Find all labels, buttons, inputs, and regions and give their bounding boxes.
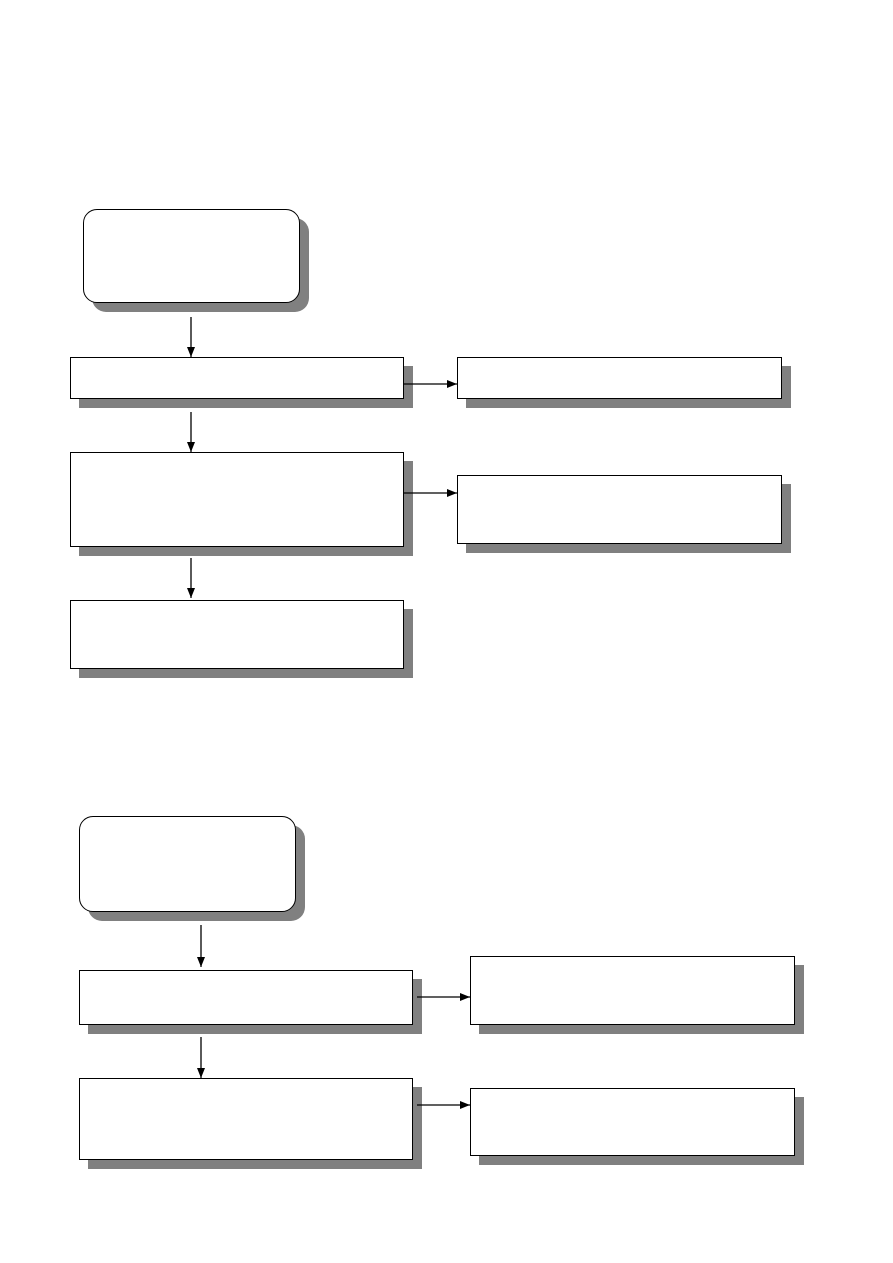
flowchart-1-start-node (83, 209, 300, 303)
flowchart-2-start-node (79, 816, 296, 912)
flowchart-1-step-2 (70, 452, 404, 547)
flowchart-1-step-1 (70, 357, 404, 399)
flowchart-1-step-3 (70, 600, 404, 669)
flowchart-1-step-2-side (457, 475, 782, 544)
flowchart-2-step-1-side (470, 956, 795, 1025)
flowchart-2-step-2 (79, 1078, 413, 1160)
flowchart-2-step-2-side (470, 1088, 795, 1156)
flowchart-2-step-1 (79, 970, 413, 1025)
flowchart-1-step-1-side (457, 357, 782, 399)
